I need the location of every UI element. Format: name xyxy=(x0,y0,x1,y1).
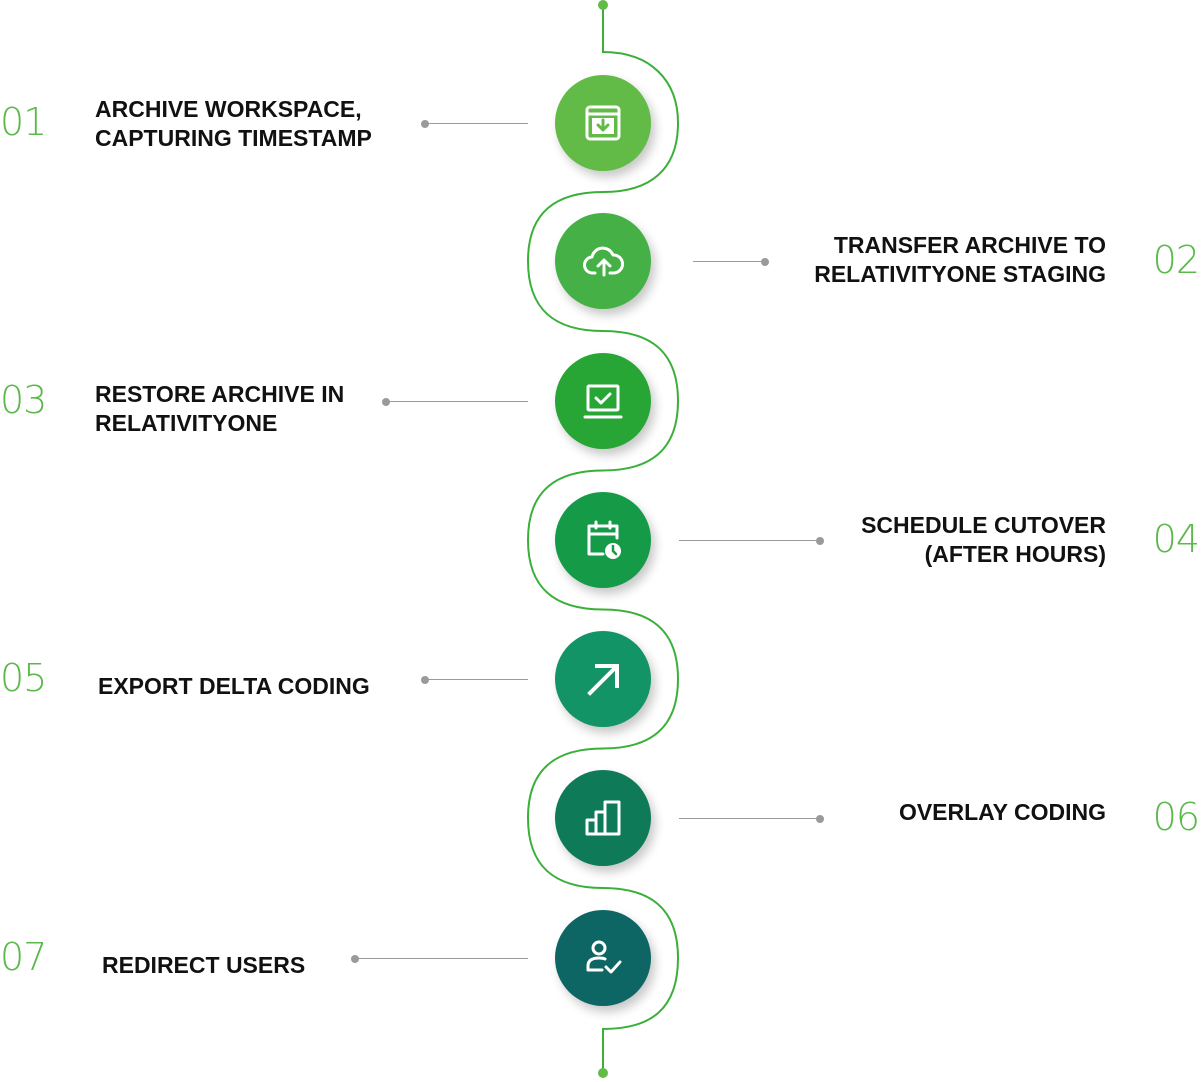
step-number: 05 xyxy=(0,656,47,700)
step-circle xyxy=(555,492,651,588)
step-label-line: REDIRECT USERS xyxy=(102,952,306,978)
cloud-upload-icon xyxy=(579,237,627,285)
step-number: 04 xyxy=(1152,517,1200,561)
step-label-line: ARCHIVE WORKSPACE, xyxy=(95,96,362,122)
step-connector xyxy=(693,257,769,266)
connector-dot xyxy=(761,257,769,266)
end-dot xyxy=(598,1068,608,1078)
step-circle xyxy=(555,213,651,309)
step-label-line: RELATIVITYONE xyxy=(95,410,278,436)
step-label: TRANSFER ARCHIVE TO RELATIVITYONE STAGING xyxy=(814,231,1106,289)
connector-dot xyxy=(421,119,429,128)
bar-chart-icon xyxy=(579,794,627,842)
step-label-line: (AFTER HOURS) xyxy=(924,541,1106,567)
step-connector xyxy=(351,954,528,963)
connector-dot xyxy=(421,675,429,684)
step-label-line: EXPORT DELTA CODING xyxy=(98,673,370,699)
step-circle xyxy=(555,353,651,449)
step-number: 01 xyxy=(0,100,47,144)
step-circle xyxy=(555,75,651,171)
connector-dot xyxy=(816,814,824,823)
step-number: 03 xyxy=(0,378,47,422)
step-label: ARCHIVE WORKSPACE, CAPTURING TIMESTAMP xyxy=(95,95,372,153)
step-connector xyxy=(679,536,824,545)
archive-download-icon xyxy=(579,99,627,147)
connector-dot xyxy=(816,536,824,545)
step-label: OVERLAY CODING xyxy=(899,798,1106,827)
start-dot xyxy=(598,0,608,10)
step-connector xyxy=(382,397,528,406)
step-connector xyxy=(679,814,824,823)
calendar-clock-icon xyxy=(579,516,627,564)
step-label: REDIRECT USERS xyxy=(102,951,305,980)
connector-dot xyxy=(382,397,390,406)
laptop-check-icon xyxy=(579,377,627,425)
step-label-line: RELATIVITYONE STAGING xyxy=(814,261,1106,287)
step-number: 06 xyxy=(1152,795,1200,839)
step-label: RESTORE ARCHIVE IN RELATIVITYONE xyxy=(95,380,344,438)
step-label-line: OVERLAY CODING xyxy=(898,799,1106,825)
step-label-line: RESTORE ARCHIVE IN xyxy=(95,381,345,407)
connector-dot xyxy=(351,954,359,963)
step-label-line: TRANSFER ARCHIVE TO xyxy=(833,232,1106,258)
step-label: SCHEDULE CUTOVER (AFTER HOURS) xyxy=(861,511,1106,569)
step-label-line: CAPTURING TIMESTAMP xyxy=(95,125,372,151)
serpentine-line xyxy=(526,5,680,1073)
step-connector xyxy=(421,675,528,684)
step-circle xyxy=(555,631,651,727)
step-connector xyxy=(421,119,528,128)
step-circle xyxy=(555,770,651,866)
step-label-line: SCHEDULE CUTOVER xyxy=(861,512,1106,538)
step-number: 02 xyxy=(1152,238,1200,282)
step-number: 07 xyxy=(0,935,47,979)
user-check-icon xyxy=(579,934,627,982)
arrow-up-right-icon xyxy=(579,655,627,703)
step-circle xyxy=(555,910,651,1006)
step-label: EXPORT DELTA CODING xyxy=(98,672,370,701)
